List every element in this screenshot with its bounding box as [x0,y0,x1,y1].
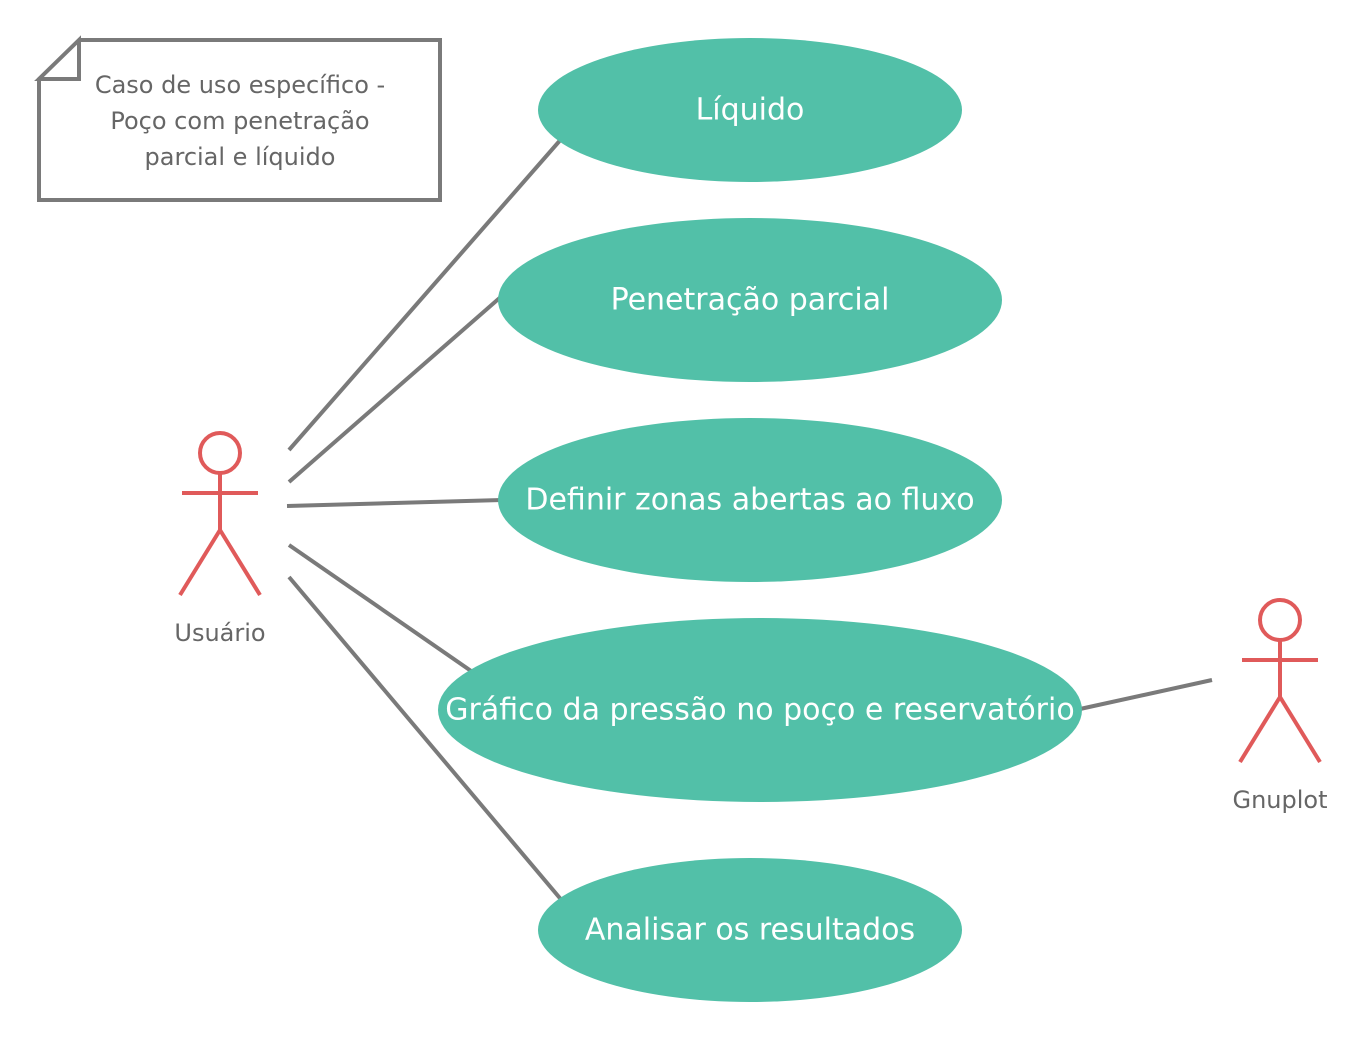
use-case-open-zones-label: Definir zonas abertas ao fluxo [525,483,974,518]
connector-user-partial-penetration [287,293,505,484]
connector-user-analyze [287,575,566,905]
note-line-1: Caso de uso específico - [95,71,385,99]
use-case-liquid-label: Líquido [696,93,805,128]
connector-pressure-chart-gnuplot [1079,678,1213,711]
connector-user-liquid [287,135,565,452]
actor-gnuplot-icon [1238,598,1322,764]
actor-user-name: Usuário [174,619,265,647]
use-case-partial-penetration-label: Penetração parcial [611,283,890,318]
note: Caso de uso específico - Poço com penetr… [34,35,442,202]
use-case-partial-penetration[interactable]: Penetração parcial [498,218,1002,382]
use-case-liquid-shape [538,38,962,182]
note-line-2: Poço com penetração [110,107,369,135]
connector-user-open-zones [286,498,503,508]
note-shape [34,35,442,202]
actor-gnuplot[interactable]: Gnuplot [1232,598,1328,814]
use-case-analyze-label: Analisar os resultados [585,913,915,948]
use-case-open-zones[interactable]: Definir zonas abertas ao fluxo [498,418,1002,582]
use-case-open-zones-shape [498,418,1002,582]
actor-user-icon [178,431,262,597]
use-case-analyze-shape [538,858,962,1002]
use-case-partial-penetration-shape [498,218,1002,382]
connector-user-pressure-chart [287,543,476,675]
use-case-liquid[interactable]: Líquido [538,38,962,182]
actor-user[interactable]: Usuário [174,431,266,647]
use-case-pressure-chart-shape [438,618,1082,802]
actor-gnuplot-name: Gnuplot [1232,786,1327,814]
use-case-pressure-chart[interactable]: Gráfico da pressão no poço e reservatóri… [438,618,1082,802]
note-line-3: parcial e líquido [145,143,336,171]
use-case-analyze[interactable]: Analisar os resultados [538,858,962,1002]
connectors [286,135,1213,905]
use-case-pressure-chart-label: Gráfico da pressão no poço e reservatóri… [445,693,1074,728]
